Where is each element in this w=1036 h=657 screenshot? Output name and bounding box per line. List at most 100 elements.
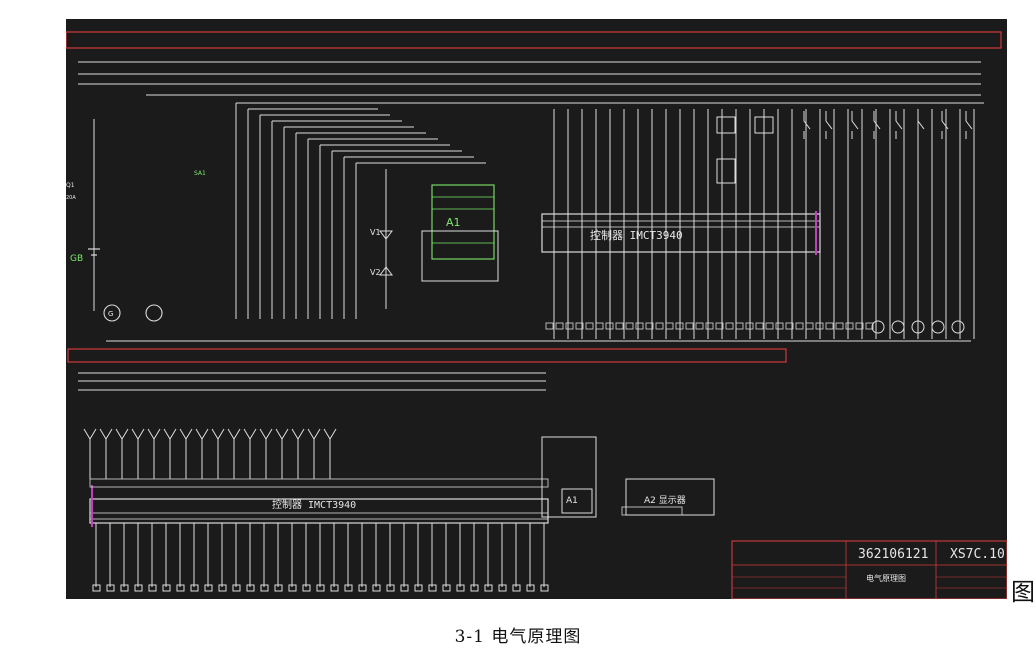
terminal: [615, 322, 624, 330]
model-number: XS7C.10: [950, 547, 1005, 562]
module-a2-label: A2 显示器: [644, 495, 686, 506]
lamp-or-motor: [911, 320, 925, 334]
terminal: [675, 322, 684, 330]
terminal: [715, 322, 724, 330]
title-block: 362106121 XS7C.10 电气原理图: [731, 540, 1007, 599]
output-terminal: [218, 584, 227, 592]
terminal: [795, 322, 804, 330]
branch-circuits: [716, 111, 973, 334]
switch-contact: [323, 428, 337, 440]
module-a1-top-label: A1: [446, 216, 461, 229]
output-terminal: [540, 584, 549, 592]
switch-contact: [147, 428, 161, 440]
switch-contact: [195, 428, 209, 440]
switch-contact: [163, 428, 177, 440]
switch-contact: [275, 428, 289, 440]
module-a1-top: A1: [421, 184, 499, 282]
terminal-row: [545, 322, 874, 330]
controller-top: 控制器 IMCT3940: [541, 211, 821, 255]
terminal: [865, 322, 874, 330]
terminal: [745, 322, 754, 330]
terminal: [845, 322, 854, 330]
lower-modules: A1 A2 显示器: [541, 436, 715, 518]
module-a1-bottom-label: A1: [566, 496, 578, 506]
output-terminal: [246, 584, 255, 592]
lower-switch-row: [83, 428, 549, 592]
terminal: [785, 322, 794, 330]
terminal: [815, 322, 824, 330]
output-terminal: [400, 584, 409, 592]
terminal: [645, 322, 654, 330]
output-terminal: [120, 584, 129, 592]
sa1-label: SA1: [194, 170, 206, 177]
switch-contact: [243, 428, 257, 440]
output-terminal: [442, 584, 451, 592]
output-terminal: [526, 584, 535, 592]
output-terminal: [162, 584, 171, 592]
output-terminal: [190, 584, 199, 592]
terminal: [595, 322, 604, 330]
pressure-switch: [716, 116, 736, 134]
output-terminal: [470, 584, 479, 592]
switch-contact: [941, 111, 949, 139]
output-terminal: [134, 584, 143, 592]
switch-contact: [83, 428, 97, 440]
terminal: [705, 322, 714, 330]
motor-m1-icon: [145, 304, 163, 322]
lamp-or-motor: [891, 320, 905, 334]
output-terminal: [344, 584, 353, 592]
terminal: [725, 322, 734, 330]
output-terminal: [176, 584, 185, 592]
output-terminal: [428, 584, 437, 592]
lamp-or-motor: [951, 320, 965, 334]
output-terminal: [260, 584, 269, 592]
g-label: G: [108, 310, 113, 318]
terminal: [835, 322, 844, 330]
output-terminal: [148, 584, 157, 592]
terminal: [765, 322, 774, 330]
output-terminal: [330, 584, 339, 592]
figure-caption: 3-1 电气原理图: [454, 627, 582, 647]
terminal: [565, 322, 574, 330]
output-terminal: [316, 584, 325, 592]
terminal: [825, 322, 834, 330]
pressure-switch-lower: [716, 158, 736, 184]
output-terminal: [414, 584, 423, 592]
switch-contact: [131, 428, 145, 440]
gb-label: GB: [70, 254, 83, 264]
output-terminal: [106, 584, 115, 592]
output-terminal: [358, 584, 367, 592]
pressure-switch: [754, 116, 774, 134]
switch-contact: [259, 428, 273, 440]
terminal: [685, 322, 694, 330]
v2-label: V2: [370, 268, 381, 277]
terminal: [735, 322, 744, 330]
terminal: [605, 322, 614, 330]
switch-contact: [965, 111, 973, 139]
terminal: [625, 322, 634, 330]
output-terminal: [92, 584, 101, 592]
terminal: [575, 322, 584, 330]
switch-contact: [227, 428, 241, 440]
terminal: [855, 322, 864, 330]
terminal: [585, 322, 594, 330]
switch-contact: [211, 428, 225, 440]
switch-contact: [895, 111, 903, 139]
output-terminal: [484, 584, 493, 592]
drawing-number: 362106121: [858, 547, 928, 562]
v1-label: V1: [370, 228, 381, 237]
terminal: [635, 322, 644, 330]
controller-top-label: 控制器 IMCT3940: [590, 228, 683, 242]
switch-contact: [307, 428, 321, 440]
controller-bottom-label: 控制器 IMCT3940: [272, 498, 356, 511]
terminal: [775, 322, 784, 330]
generator-icon: [103, 304, 121, 322]
output-terminal: [386, 584, 395, 592]
q1-label: Q1: [66, 182, 75, 189]
output-terminal: [512, 584, 521, 592]
switch-contact: [825, 111, 833, 139]
caption-glyph: 图: [1011, 578, 1035, 606]
terminal: [695, 322, 704, 330]
lamp-or-motor: [931, 320, 945, 334]
controller-bottom: 控制器 IMCT3940: [89, 478, 549, 527]
